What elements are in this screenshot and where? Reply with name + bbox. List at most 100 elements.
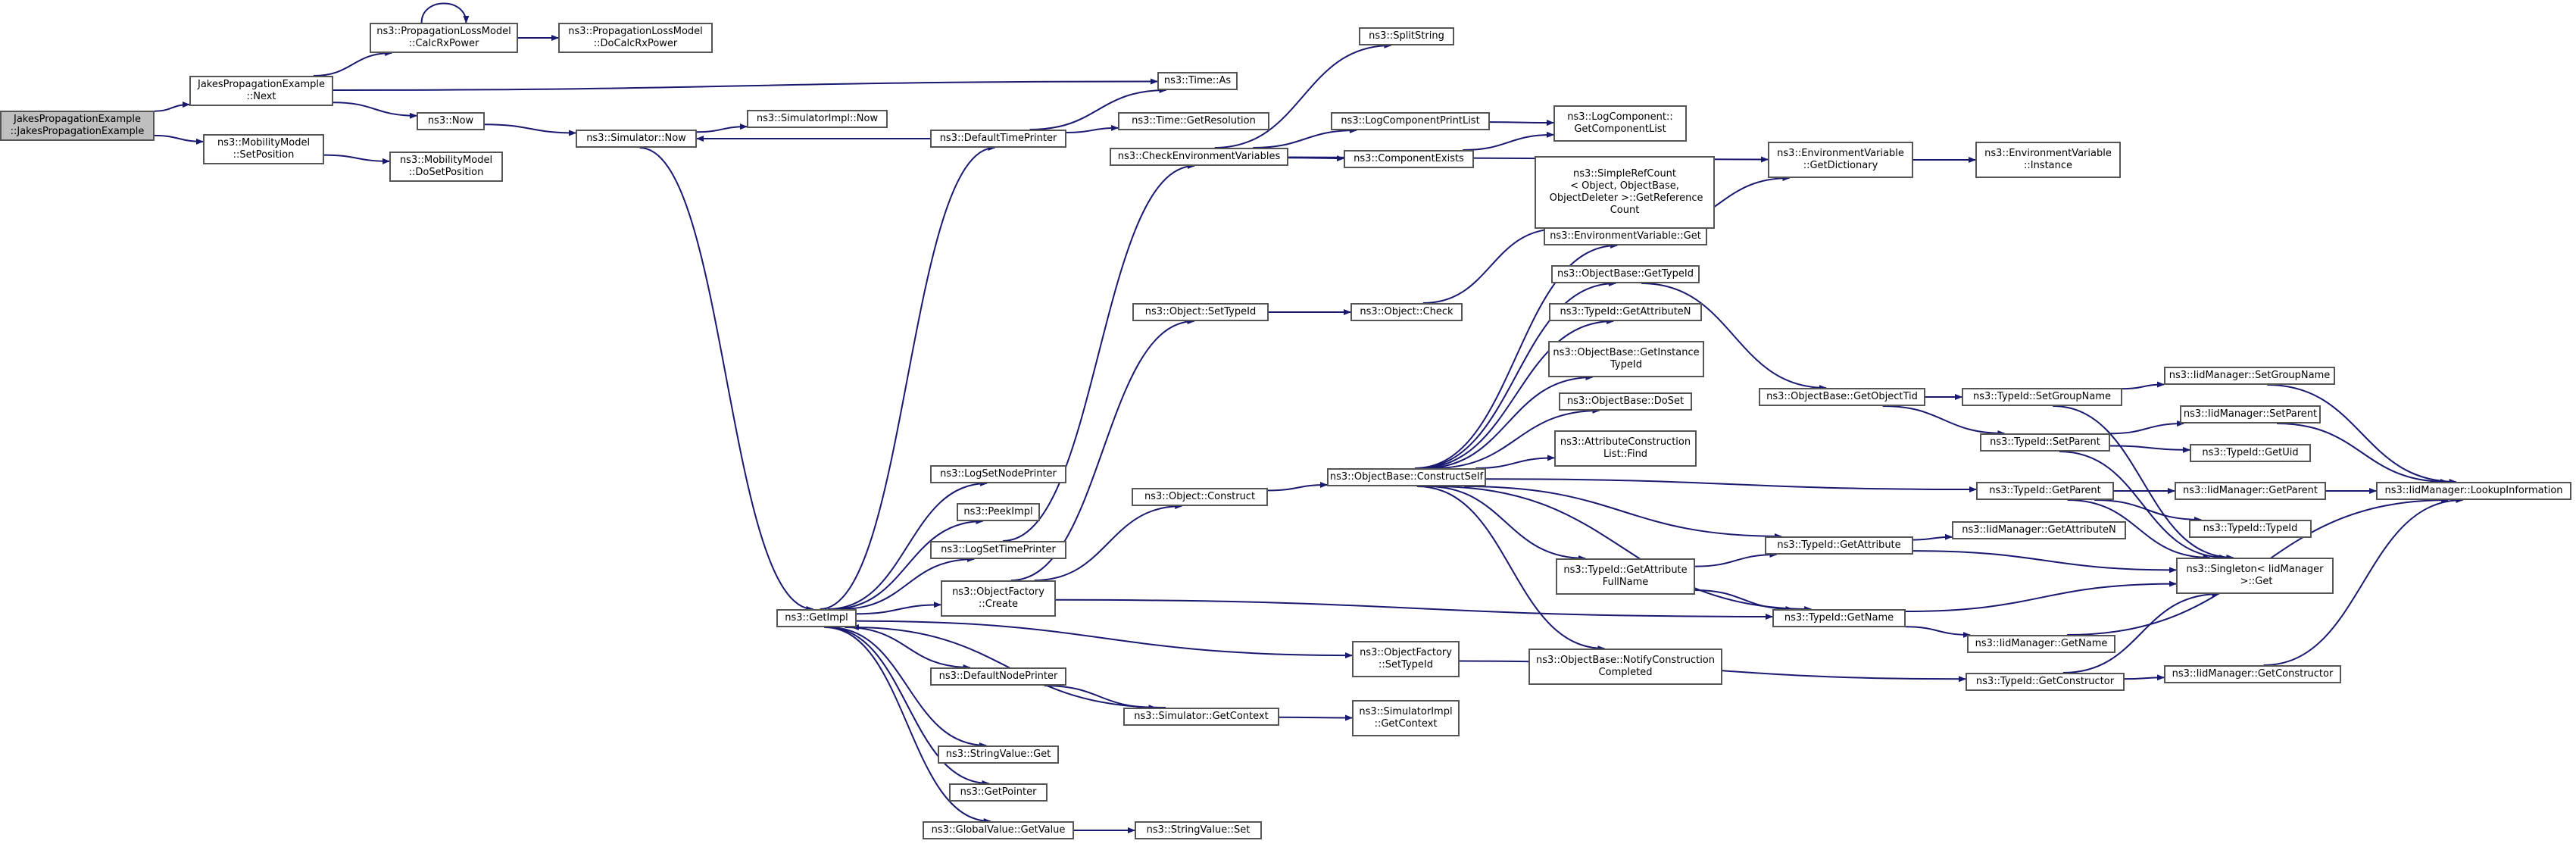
edge-objbaseconstructself-to-objbasegetinst <box>1423 374 1594 469</box>
node-envget[interactable]: ns3::EnvironmentVariable::Get <box>1544 227 1707 245</box>
edge-getimpl-to-peekimpl <box>832 518 984 610</box>
edge-objfactcreate-to-typeidgetname <box>1055 599 1773 620</box>
node-attrconstrfind[interactable]: ns3::AttributeConstruction List::Find <box>1554 430 1697 467</box>
node-simplerefcount[interactable]: ns3::SimpleRefCount < Object, ObjectBase… <box>1535 156 1715 229</box>
node-strvalset[interactable]: ns3::StringValue::Set <box>1135 821 1262 839</box>
node-objbaseconstructself[interactable]: ns3::ObjectBase::ConstructSelf <box>1327 468 1486 486</box>
node-typeidtypeid[interactable]: ns3::TypeId::TypeId <box>2189 520 2312 538</box>
node-timeas[interactable]: ns3::Time::As <box>1157 72 1238 90</box>
edge-next-to-now <box>333 102 417 119</box>
node-typeidgetattr[interactable]: ns3::TypeId::GetAttribute <box>1765 536 1913 555</box>
edge-compexists-to-getcomplist <box>1463 131 1554 151</box>
node-timegetres[interactable]: ns3::Time::GetResolution <box>1118 112 1269 130</box>
edge-typeidgetname-to-singletonget <box>1905 580 2177 613</box>
node-objcheck[interactable]: ns3::Object::Check <box>1350 303 1463 321</box>
node-objbasegetobjtid[interactable]: ns3::ObjectBase::GetObjectTid <box>1759 388 1925 406</box>
node-iidlookup[interactable]: ns3::IidManager::LookupInformation <box>2376 482 2571 500</box>
node-checkenv[interactable]: ns3::CheckEnvironmentVariables <box>1110 148 1288 166</box>
node-objconstruct[interactable]: ns3::Object::Construct <box>1132 488 1268 506</box>
node-dosetpos[interactable]: ns3::MobilityModel ::DoSetPosition <box>389 152 503 182</box>
node-typeidgetattrfull[interactable]: ns3::TypeId::GetAttribute FullName <box>1556 558 1695 595</box>
node-getimpl[interactable]: ns3::GetImpl <box>776 609 857 627</box>
edge-objconstruct-to-objbaseconstructself <box>1267 482 1328 492</box>
node-objbasenotify[interactable]: ns3::ObjectBase::NotifyConstruction Comp… <box>1528 649 1722 685</box>
node-iidsetparent[interactable]: ns3::IidManager::SetParent <box>2180 405 2321 424</box>
node-objbasegettypeid[interactable]: ns3::ObjectBase::GetTypeId <box>1551 265 1700 283</box>
node-defnodeprinter[interactable]: ns3::DefaultNodePrinter <box>930 667 1066 686</box>
edge-getimpl-to-deftimeprinter <box>820 145 996 610</box>
edge-typeidgetattrfull-to-typeidgetname <box>1694 589 1794 612</box>
node-root[interactable]: JakesPropagationExample ::JakesPropagati… <box>0 111 155 141</box>
node-objbasedoset[interactable]: ns3::ObjectBase::DoSet <box>1559 392 1692 411</box>
edge-calcrx-to-calcrx <box>420 2 470 23</box>
node-simimplnow[interactable]: ns3::SimulatorImpl::Now <box>747 110 888 128</box>
edge-getimpl-to-objfactsettypeid <box>856 620 1353 659</box>
edge-objfactcreate-to-objconstruct <box>1034 503 1183 581</box>
edge-checkenv-to-splitstring <box>1214 42 1392 148</box>
edge-objbaseconstructself-to-typeidgetattrfull <box>1426 486 1587 561</box>
node-objfactsettypeid[interactable]: ns3::ObjectFactory ::SetTypeId <box>1352 641 1460 677</box>
node-mobsetpos[interactable]: ns3::MobilityModel ::SetPosition <box>203 134 324 164</box>
edge-objbaseconstructself-to-objbasedoset <box>1432 408 1600 469</box>
node-typeidgetparent[interactable]: ns3::TypeId::GetParent <box>1976 482 2114 500</box>
node-deftimeprinter[interactable]: ns3::DefaultTimePrinter <box>930 130 1066 148</box>
node-now[interactable]: ns3::Now <box>417 112 485 130</box>
edge-typeidgetname-to-iidgetname <box>1905 626 1971 638</box>
node-logsetnode[interactable]: ns3::LogSetNodePrinter <box>930 465 1066 483</box>
edge-objbaseconstructself-to-objbasegettypeid <box>1416 280 1617 469</box>
edge-typeidsetparent-to-iidsetparent <box>2109 420 2185 435</box>
node-objsettypeid[interactable]: ns3::Object::SetTypeId <box>1132 303 1269 321</box>
node-docalcrx[interactable]: ns3::PropagationLossModel ::DoCalcRxPowe… <box>558 23 713 53</box>
node-calcrx[interactable]: ns3::PropagationLossModel ::CalcRxPower <box>370 23 518 53</box>
edge-typeidgetconstr-to-iidgetconstr <box>2124 674 2165 681</box>
node-envgetdict[interactable]: ns3::EnvironmentVariable ::GetDictionary <box>1768 142 1913 178</box>
node-getpointer[interactable]: ns3::GetPointer <box>949 783 1048 802</box>
node-splitstring[interactable]: ns3::SplitString <box>1359 27 1454 45</box>
node-compexists[interactable]: ns3::ComponentExists <box>1344 150 1474 168</box>
node-typeidgetname[interactable]: ns3::TypeId::GetName <box>1772 609 1906 627</box>
edge-objbasegetobjtid-to-typeidsetparent <box>1882 405 2006 436</box>
node-simnow[interactable]: ns3::Simulator::Now <box>576 130 697 148</box>
node-typeidgetuid[interactable]: ns3::TypeId::GetUid <box>2190 444 2311 462</box>
node-typeidsetgroup[interactable]: ns3::TypeId::SetGroupName <box>1962 388 2122 406</box>
edge-simgetcontext-to-simimplgetctx <box>1279 714 1353 721</box>
node-iidsetgroup[interactable]: ns3::IidManager::SetGroupName <box>2164 367 2335 385</box>
edge-objbaseconstructself-to-envget <box>1414 242 1619 469</box>
node-objfactcreate[interactable]: ns3::ObjectFactory ::Create <box>941 580 1056 617</box>
node-simgetcontext[interactable]: ns3::Simulator::GetContext <box>1123 708 1279 726</box>
node-logcomplist[interactable]: ns3::LogComponentPrintList <box>1331 112 1490 130</box>
node-globalvalget[interactable]: ns3::GlobalValue::GetValue <box>923 821 1074 839</box>
node-singletonget[interactable]: ns3::Singleton< IidManager >::Get <box>2176 558 2334 594</box>
node-strvalget[interactable]: ns3::StringValue::Get <box>938 745 1059 764</box>
node-getcomplist[interactable]: ns3::LogComponent:: GetComponentList <box>1553 105 1687 142</box>
node-peekimpl[interactable]: ns3::PeekImpl <box>957 503 1040 521</box>
node-envinstance[interactable]: ns3::EnvironmentVariable ::Instance <box>1975 142 2121 178</box>
node-simimplgetctx[interactable]: ns3::SimulatorImpl ::GetContext <box>1352 700 1460 736</box>
node-objbasegetinst[interactable]: ns3::ObjectBase::GetInstance TypeId <box>1548 341 1704 377</box>
node-iidgetparent[interactable]: ns3::IidManager::GetParent <box>2175 482 2326 500</box>
edge-simnow-to-getimpl <box>639 147 814 612</box>
edge-now-to-simnow <box>484 123 576 136</box>
node-iidgetattrn[interactable]: ns3::IidManager::GetAttributeN <box>1952 521 2126 539</box>
edge-defnodeprinter-to-simgetcontext <box>1044 685 1157 711</box>
node-typeidsetparent[interactable]: ns3::TypeId::SetParent <box>1980 433 2110 452</box>
edge-deftimeprinter-to-timegetres <box>1066 124 1119 133</box>
node-iidgetname[interactable]: ns3::IidManager::GetName <box>1967 635 2115 653</box>
edge-objbaseconstructself-to-typeidgetattr <box>1464 486 1782 539</box>
edge-root-to-mobsetpos <box>154 134 204 145</box>
node-iidgetconstr[interactable]: ns3::IidManager::GetConstructor <box>2164 665 2341 683</box>
edge-typeidgetattr-to-singletonget <box>1912 550 2177 574</box>
edge-getimpl-to-logsettime <box>840 556 975 610</box>
node-logsettime[interactable]: ns3::LogSetTimePrinter <box>930 541 1066 559</box>
node-typeidgetconstr[interactable]: ns3::TypeId::GetConstructor <box>1966 673 2125 691</box>
edge-logsettime-to-checkenv <box>1003 163 1195 542</box>
edge-mobsetpos-to-dosetpos <box>323 154 390 164</box>
edge-simnow-to-simimplnow <box>696 123 748 133</box>
node-typeidgetattrn[interactable]: ns3::TypeId::GetAttributeN <box>1549 303 1702 321</box>
edge-objbaseconstructself-to-typeidgetname <box>1434 486 1813 612</box>
edge-objbaseconstructself-to-attrconstrfind <box>1475 455 1555 469</box>
edge-checkenv-to-logcomplist <box>1253 127 1357 148</box>
edge-next-to-calcrx <box>313 50 393 77</box>
node-next[interactable]: JakesPropagationExample ::Next <box>189 76 333 106</box>
